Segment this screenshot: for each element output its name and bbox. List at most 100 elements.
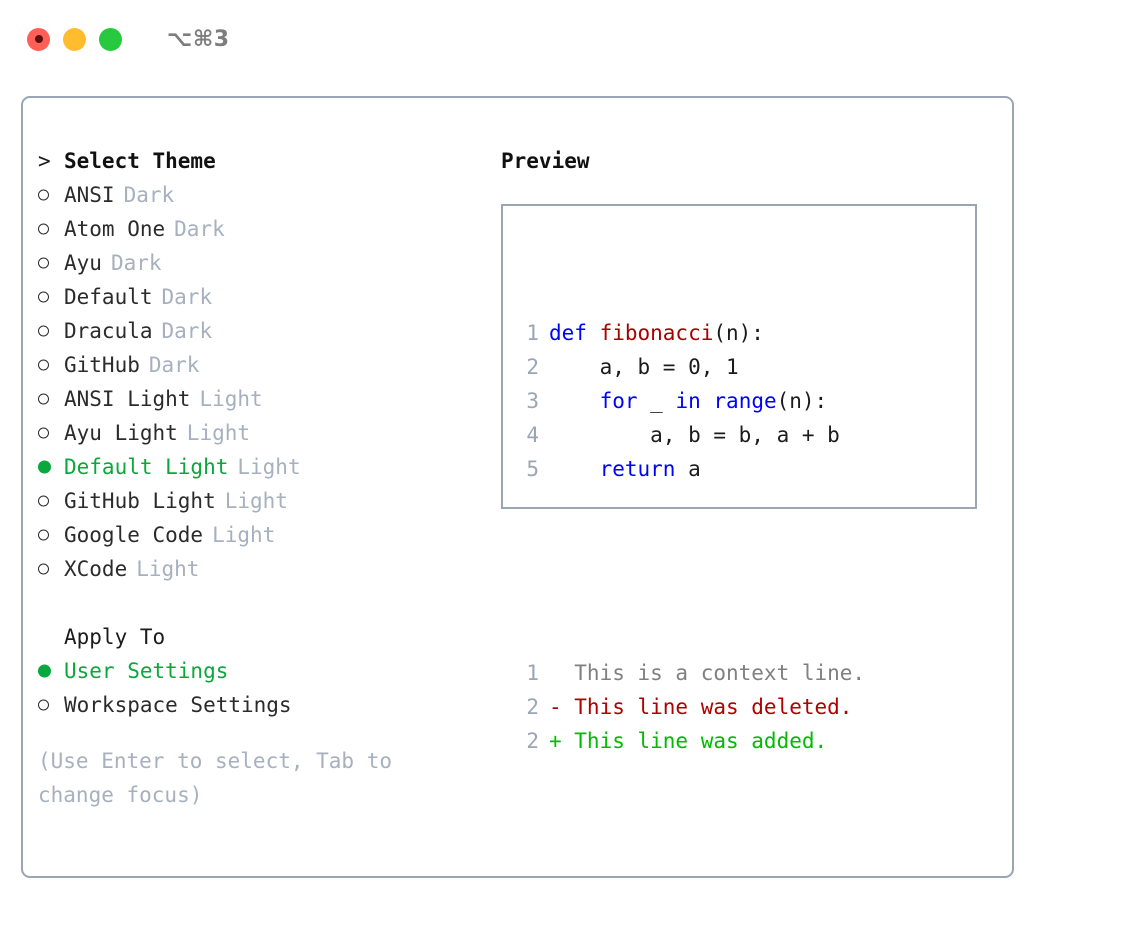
code-blank-line	[513, 554, 865, 588]
code-token: a	[675, 457, 701, 481]
theme-variant-badge: Light	[136, 557, 200, 581]
line-number: 2	[526, 729, 539, 753]
theme-variant-badge: Dark	[161, 285, 213, 309]
theme-list-item[interactable]: ANSI Dark	[38, 178, 488, 212]
code-token: return	[599, 457, 676, 481]
apply-to-label: Apply To	[64, 625, 166, 649]
code-line: 4 a, b = b, a + b	[513, 418, 865, 452]
code-token: def	[549, 321, 600, 345]
code-token: in	[675, 389, 701, 413]
theme-variant-badge: Dark	[174, 217, 225, 241]
apply-to-name: Workspace Settings	[64, 693, 292, 717]
close-button[interactable]	[27, 27, 50, 51]
theme-name: GitHub Light	[64, 489, 216, 513]
diff-text: This is a context line.	[549, 661, 866, 685]
code-token: _	[637, 389, 676, 413]
theme-name: Ayu	[64, 251, 102, 275]
code-line: 5 return a	[513, 452, 865, 486]
theme-variant-badge: Light	[212, 523, 276, 547]
theme-name: Dracula	[64, 319, 153, 343]
diff-line: 1 This is a context line.	[513, 656, 865, 690]
theme-list-item[interactable]: Ayu Dark	[38, 246, 488, 280]
code-token: a, b = 0, 1	[549, 355, 739, 379]
select-theme-header: > Select Theme	[38, 144, 488, 178]
code-token: range	[713, 389, 777, 413]
code-line: 2 a, b = 0, 1	[513, 350, 865, 384]
line-number: 2	[526, 695, 539, 719]
keyboard-hint: (Use Enter to select, Tab to change focu…	[38, 749, 393, 807]
code-token: for	[599, 389, 638, 413]
diff-text: + This line was added.	[549, 729, 828, 753]
preview-title: Preview	[501, 149, 590, 173]
theme-name: Ayu Light	[64, 421, 178, 445]
theme-variant-badge: Dark	[148, 353, 200, 377]
theme-list-item[interactable]: Dracula Dark	[38, 314, 488, 348]
maximize-button[interactable]	[99, 27, 122, 51]
code-token: a, b = b, a + b	[549, 423, 840, 447]
line-number: 2	[526, 355, 539, 379]
theme-list-item[interactable]: Ayu Light Light	[38, 416, 488, 450]
theme-list-item[interactable]: Atom One Dark	[38, 212, 488, 246]
apply-to-name: User Settings	[64, 659, 229, 683]
line-number: 4	[526, 423, 539, 447]
diff-text: - This line was deleted.	[549, 695, 853, 719]
code-text: for _ in range(n):	[549, 384, 828, 418]
apply-to-header: Apply To	[38, 620, 488, 654]
code-token: (n):	[776, 389, 828, 413]
code-token: fibonacci	[599, 321, 714, 345]
theme-variant-badge: Light	[186, 421, 251, 445]
list-spacer	[38, 586, 488, 620]
apply-to-item[interactable]: User Settings	[38, 654, 488, 688]
traffic-light-group	[27, 27, 122, 51]
theme-name: XCode	[64, 557, 128, 581]
select-theme-label: Select Theme	[64, 149, 216, 173]
diff-line: 2 + This line was added.	[513, 724, 865, 758]
theme-variant-badge: Dark	[123, 183, 175, 207]
code-token	[701, 389, 714, 413]
theme-list-item[interactable]: GitHub Dark	[38, 348, 488, 382]
theme-variant-badge: Light	[237, 455, 301, 479]
code-token	[549, 457, 600, 481]
code-text: a, b = 0, 1	[549, 350, 739, 384]
code-text: return a	[549, 452, 701, 486]
diff-line: 2 - This line was deleted.	[513, 690, 865, 724]
theme-name: Atom One	[64, 217, 166, 241]
code-token	[549, 389, 600, 413]
theme-list-item[interactable]: XCode Light	[38, 552, 488, 586]
window-title: ⌥⌘3	[167, 26, 230, 52]
line-number: 5	[526, 457, 539, 481]
apply-to-item[interactable]: Workspace Settings	[38, 688, 488, 722]
theme-variant-badge: Dark	[110, 251, 162, 275]
code-line: 1 def fibonacci(n):	[513, 316, 865, 350]
theme-variant-badge: Light	[199, 387, 263, 411]
theme-name: GitHub	[64, 353, 140, 377]
diff-sample: 1 This is a context line. 2 - This line wa…	[513, 656, 865, 758]
theme-variant-badge: Dark	[161, 319, 213, 343]
code-token: (n):	[713, 321, 764, 345]
title-bar: ⌥⌘3	[0, 0, 1140, 78]
theme-name: Default	[64, 285, 153, 309]
line-number: 1	[526, 661, 539, 685]
theme-list-item[interactable]: Default Dark	[38, 280, 488, 314]
code-text: def fibonacci(n):	[549, 316, 764, 350]
code-text: a, b = b, a + b	[549, 418, 840, 452]
line-number: 1	[526, 321, 539, 345]
minimize-button[interactable]	[63, 27, 86, 51]
theme-name: ANSI	[64, 183, 115, 207]
line-number: 3	[526, 389, 539, 413]
prompt-caret-icon: >	[38, 149, 51, 173]
